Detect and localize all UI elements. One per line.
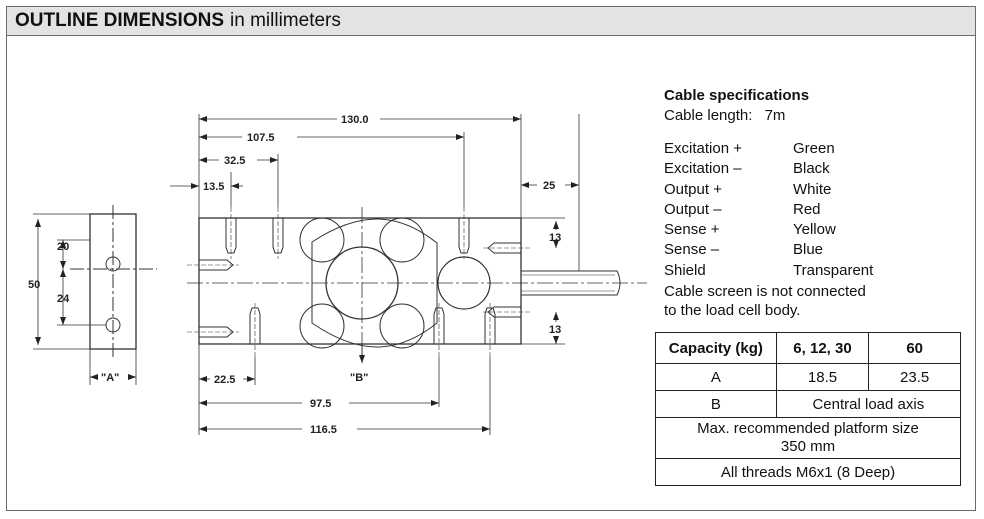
dim-22-5: 22.5: [214, 374, 235, 386]
cable-length: Cable length: 7m: [664, 106, 873, 126]
label-b: "B": [350, 372, 368, 384]
section-header: OUTLINE DIMENSIONS in millimeters: [7, 7, 975, 36]
wire-row: Output – Red: [664, 200, 821, 218]
header-title-units: in millimeters: [230, 10, 341, 31]
dim-13-top: 13: [549, 232, 561, 244]
cable-specifications: Cable specifications Cable length: 7m Ex…: [664, 86, 873, 320]
dim-50: 50: [28, 279, 40, 291]
dim-25: 25: [543, 180, 555, 192]
wire-row: Shield Transparent: [664, 261, 874, 279]
cable-spec-title: Cable specifications: [664, 87, 810, 104]
label-a: "A": [101, 372, 119, 384]
dim-20: 20: [57, 241, 69, 253]
outline-frame: OUTLINE DIMENSIONS in millimeters: [6, 6, 976, 511]
dim-97-5: 97.5: [310, 398, 331, 410]
dim-32-5: 32.5: [224, 155, 245, 167]
dim-24: 24: [57, 293, 70, 305]
cable-length-label: Cable length:: [664, 107, 753, 124]
dim-116-5: 116.5: [310, 424, 337, 436]
cable-length-value: 7m: [764, 107, 786, 124]
wire-row: Excitation – Black: [664, 160, 830, 178]
platform-size: Max. recommended platform size 350 mm: [655, 417, 961, 459]
table-row: All threads M6x1 (8 Deep): [655, 458, 961, 486]
capacity-table: Capacity (kg) 6, 12, 30 60 A 18.5 23.5 B…: [655, 332, 962, 486]
front-view: [187, 207, 647, 363]
cable-screen-note: Cable screen is not connected to the loa…: [664, 283, 866, 320]
table-row: Max. recommended platform size 350 mm: [655, 417, 961, 459]
dim-107-5: 107.5: [247, 132, 275, 144]
threads-note: All threads M6x1 (8 Deep): [655, 458, 961, 486]
capacity-header: Capacity (kg): [655, 332, 777, 364]
wire-row: Output + White: [664, 180, 832, 198]
dim-13-bottom: 13: [549, 324, 561, 336]
header-title-bold: OUTLINE DIMENSIONS: [15, 10, 225, 31]
dim-13-5: 13.5: [203, 181, 224, 193]
wire-row: Sense + Yellow: [664, 221, 836, 239]
wire-row: Excitation + Green: [664, 140, 835, 157]
table-row: Capacity (kg) 6, 12, 30 60: [655, 332, 961, 364]
table-row: A 18.5 23.5: [655, 363, 961, 391]
wire-row: Sense – Blue: [664, 241, 824, 259]
outline-drawing: 50 20 24 "A": [28, 114, 647, 436]
side-view: [33, 205, 157, 385]
capacity-large-header: 60: [868, 332, 961, 364]
dim-130: 130.0: [341, 114, 369, 126]
capacity-small-header: 6, 12, 30: [775, 332, 870, 364]
table-row: B Central load axis: [655, 390, 962, 418]
dimension-lines: [170, 114, 580, 435]
